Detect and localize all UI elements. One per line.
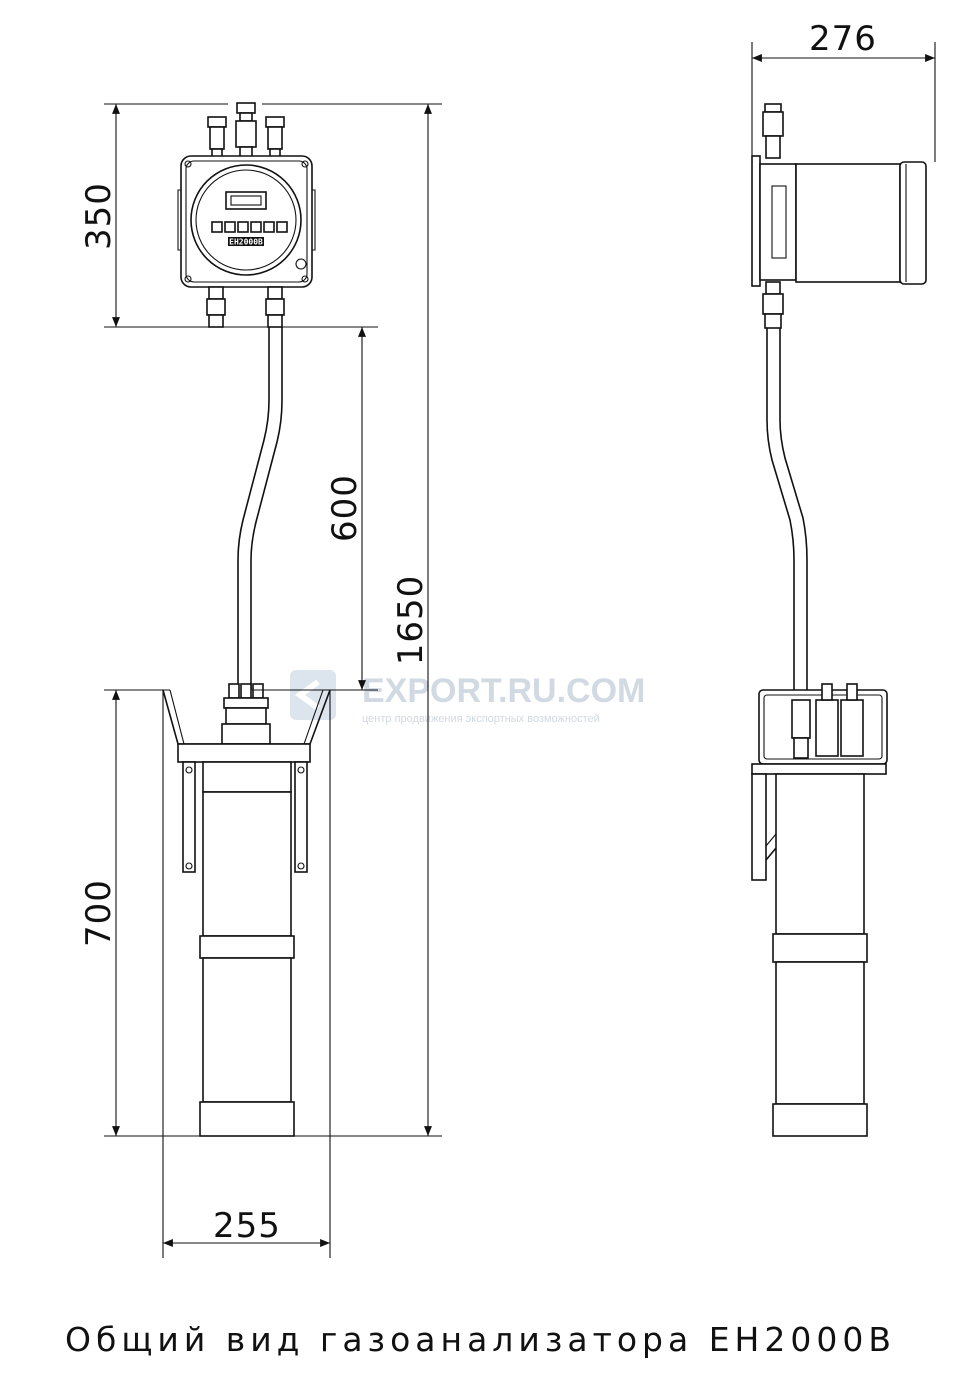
probe-side-body <box>775 961 865 1105</box>
watermark-logo <box>290 670 336 720</box>
dim-height-bottom: 700 <box>79 879 119 947</box>
pipe-side <box>766 328 795 690</box>
front-view: EH2000B <box>162 102 331 1137</box>
top-glands <box>207 102 285 162</box>
mount-plate <box>177 743 311 763</box>
pipe <box>237 327 270 690</box>
dimension-labels: 276 350 600 1650 700 255 <box>79 19 877 1246</box>
probe-collar <box>199 935 295 959</box>
probe-top <box>202 761 292 793</box>
watermark-name: EXPORT.RU.COM <box>362 672 645 710</box>
dimension-lines <box>104 42 936 1258</box>
bottom-glands <box>206 286 285 328</box>
display-window <box>225 191 267 210</box>
watermark: EXPORT.RU.COM центр продвижения экспортн… <box>290 670 645 725</box>
watermark-tagline: центр продвижения экспортных возможносте… <box>362 713 600 725</box>
enclosure-side <box>795 163 901 283</box>
dim-height-top: 350 <box>79 182 119 250</box>
wall-plate <box>751 155 761 287</box>
front-cover <box>190 164 302 276</box>
side-view <box>751 103 927 1137</box>
probe-tip <box>199 1101 295 1137</box>
probe-side-top <box>775 773 865 935</box>
dim-height-total: 1650 <box>391 575 431 666</box>
probe-body <box>202 957 292 1103</box>
dim-width-side: 276 <box>809 19 877 59</box>
brand-plate <box>228 237 264 246</box>
button-row <box>211 221 288 233</box>
brand-label: EH2000B <box>229 238 263 247</box>
dim-width-front: 255 <box>213 1206 281 1246</box>
drawing-caption: Общий вид газоанализатора ЕН2000В <box>65 1320 896 1359</box>
dim-height-pipe: 600 <box>325 474 365 542</box>
enclosure-cover <box>899 161 927 285</box>
